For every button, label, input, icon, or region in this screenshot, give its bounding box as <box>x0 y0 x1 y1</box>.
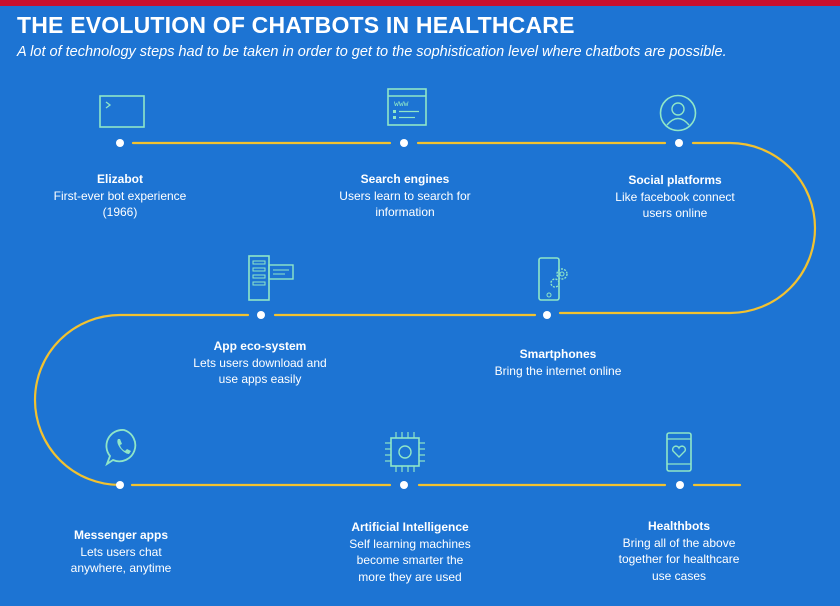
timeline-dot-ai <box>400 481 408 489</box>
browser-www-icon: www <box>387 88 427 126</box>
step-name: Smartphones <box>519 347 597 361</box>
step-name: Messenger apps <box>73 528 169 542</box>
step-elizabot: Elizabot First-ever bot experience (1966… <box>15 171 225 221</box>
smartphone-gears-icon <box>538 257 568 301</box>
step-description: Bring all of the above <box>622 535 736 550</box>
step-description-2: together for healthcare <box>618 552 740 566</box>
timeline-dot-messenger <box>116 481 124 489</box>
step-social-platforms: Social platforms Like facebook connect u… <box>570 172 780 222</box>
whatsapp-icon <box>105 429 137 467</box>
timeline-dot-search <box>400 139 408 147</box>
step-description: Bring the internet online <box>494 363 622 378</box>
svg-text:www: www <box>394 99 409 108</box>
phone-heart-icon <box>666 432 692 472</box>
step-description: Users learn to search for <box>339 188 471 203</box>
timeline-dot-healthbots <box>676 481 684 489</box>
step-name: Search engines <box>360 172 450 186</box>
ai-chip-icon <box>385 432 425 472</box>
step-description: Like facebook connect <box>615 189 735 204</box>
step-artificial-intelligence: Artificial Intelligence Self learning ma… <box>305 519 515 585</box>
step-description-2: become smarter the <box>356 553 464 567</box>
user-profile-icon <box>659 94 697 132</box>
step-description-2: use apps easily <box>218 372 302 386</box>
timeline-line-row1 <box>131 141 817 315</box>
title-accent-bar <box>0 0 840 6</box>
step-description-3: use cases <box>651 568 707 583</box>
timeline-dot-social <box>675 139 683 147</box>
timeline-line-row2 <box>33 313 537 487</box>
step-description: First-ever bot experience <box>53 188 187 203</box>
step-description-2: (1966) <box>102 205 138 219</box>
step-name: Artificial Intelligence <box>351 520 469 534</box>
step-description-3: more they are used <box>358 569 462 584</box>
step-description-2: anywhere, anytime <box>70 561 172 575</box>
app-screens-icon <box>248 255 294 301</box>
step-name: App eco-system <box>213 339 307 353</box>
step-description-2: information <box>375 205 435 219</box>
step-name: Healthbots <box>647 519 710 533</box>
step-name: Social platforms <box>628 173 722 187</box>
step-description-2: users online <box>642 206 708 220</box>
step-search-engines: Search engines Users learn to search for… <box>300 171 510 221</box>
step-healthbots: Healthbots Bring all of the above togeth… <box>574 518 784 584</box>
timeline-dot-elizabot <box>116 139 124 147</box>
page-subtitle: A lot of technology steps had to be take… <box>17 44 727 60</box>
page-title: THE EVOLUTION OF CHATBOTS IN HEALTHCARE <box>17 12 575 38</box>
step-description: Lets users download and <box>193 355 327 370</box>
step-description: Self learning machines <box>349 536 471 551</box>
step-name: Elizabot <box>96 172 143 186</box>
step-smartphones: Smartphones Bring the internet online <box>453 346 663 379</box>
step-messenger-apps: Messenger apps Lets users chat anywhere,… <box>16 527 226 577</box>
terminal-icon <box>99 95 145 128</box>
step-description: Lets users chat <box>80 544 162 559</box>
step-app-ecosystem: App eco-system Lets users download and u… <box>155 338 365 388</box>
timeline-dot-smartphones <box>543 311 551 319</box>
timeline-dot-app <box>257 311 265 319</box>
